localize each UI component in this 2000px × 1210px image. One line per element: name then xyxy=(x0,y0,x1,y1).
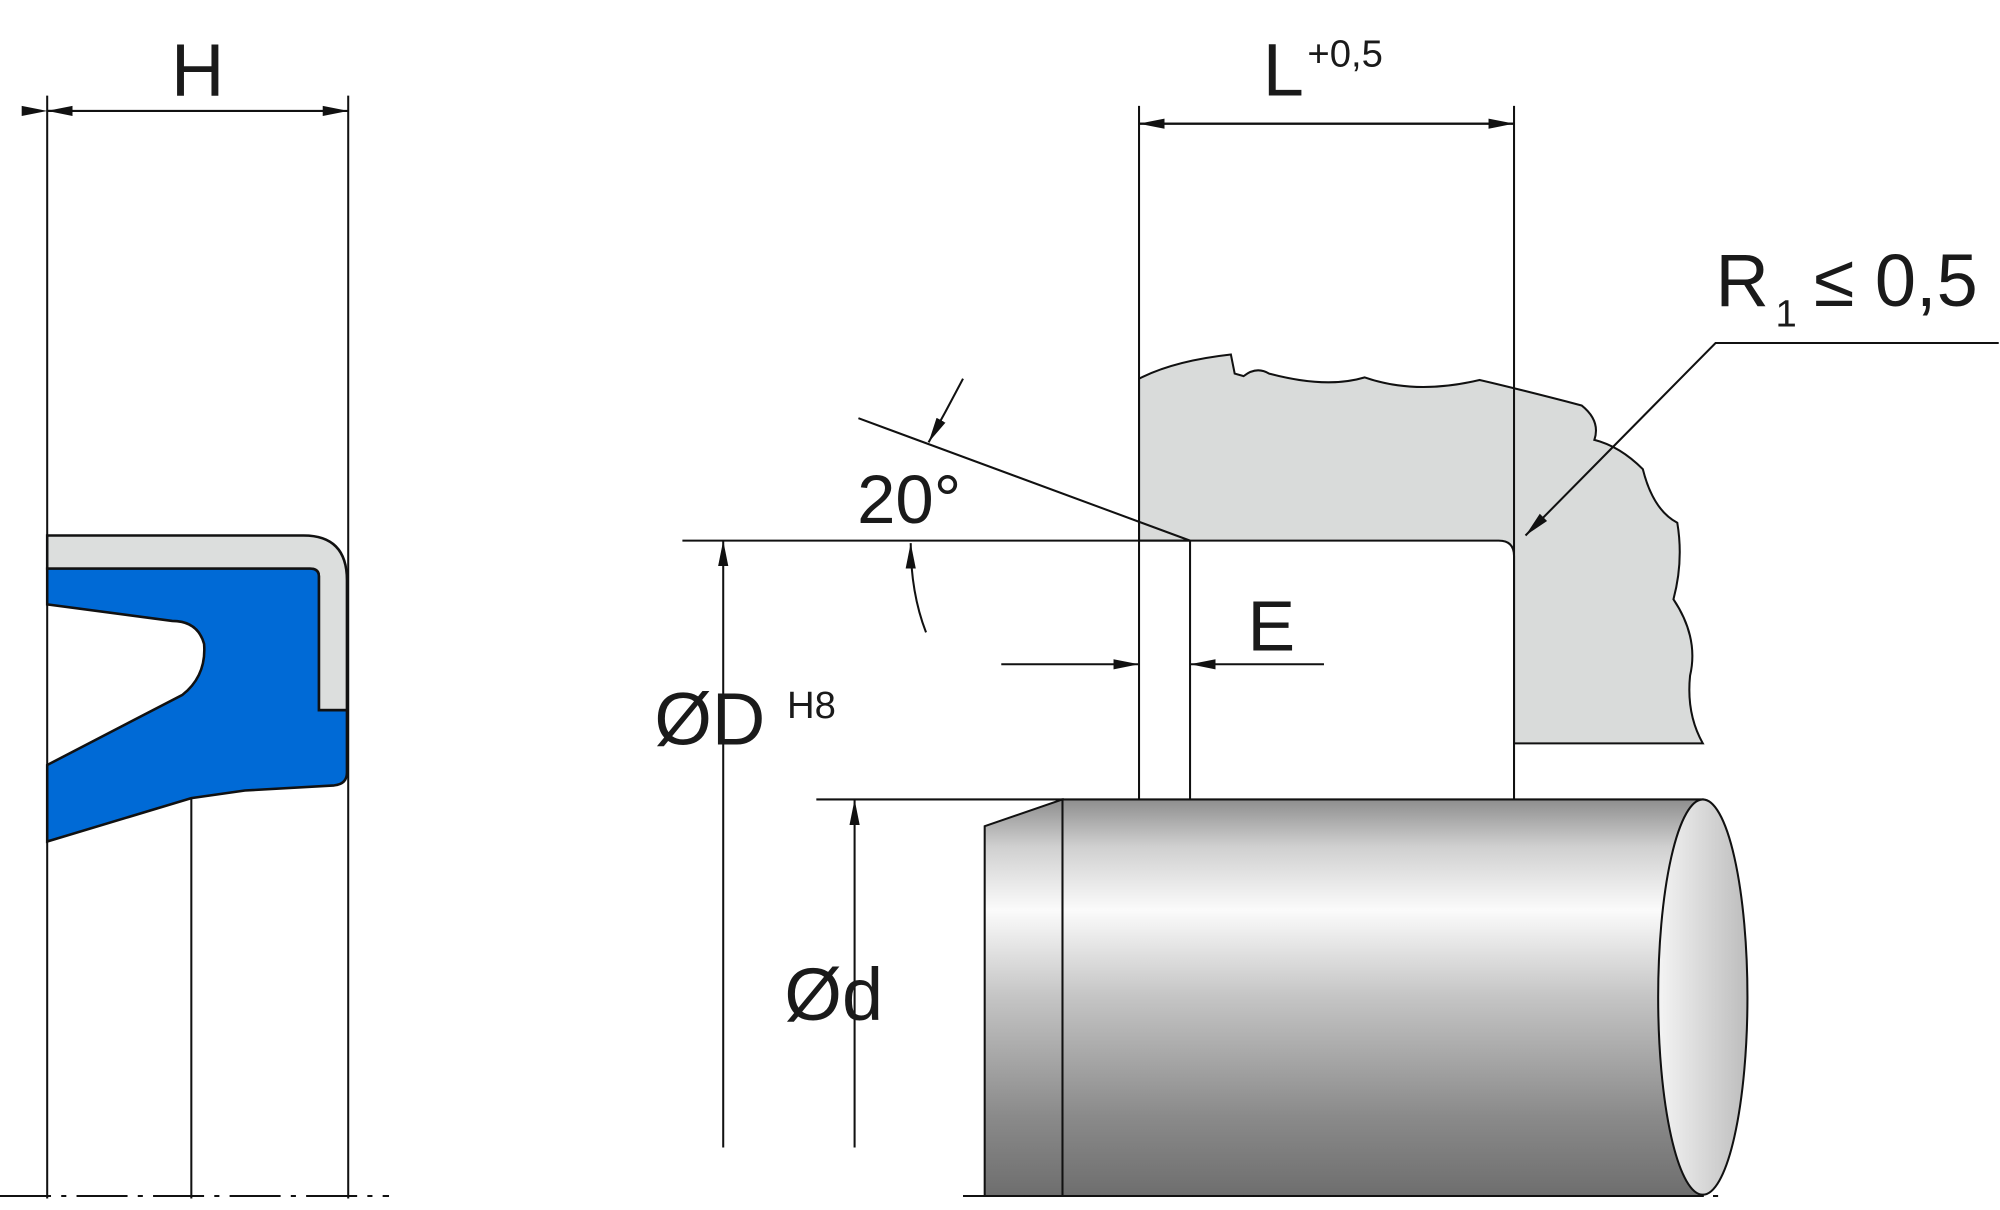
housing: L +0,5 20° E ØD H8 Ød R 1 ≤ 0,5 xyxy=(654,29,1999,1148)
rod-end-face xyxy=(1657,798,1749,1196)
radius-leader xyxy=(1524,341,1999,537)
dimension-l-tolerance: +0,5 xyxy=(1307,32,1383,75)
rod-chamfer xyxy=(983,798,1064,1197)
radius-value: ≤ 0,5 xyxy=(1814,239,1978,322)
seal-section: H xyxy=(0,29,390,1199)
chamfer-line xyxy=(858,417,1191,542)
dimension-e-label: E xyxy=(1247,586,1295,666)
dimension-rod-label: Ød xyxy=(784,953,883,1036)
rod xyxy=(963,798,1749,1197)
angle-arrow xyxy=(927,378,964,443)
radius-label: R xyxy=(1716,239,1769,322)
angle-arrow xyxy=(905,543,927,633)
radius-subscript: 1 xyxy=(1776,292,1797,335)
dimension-h-label: H xyxy=(171,29,224,112)
angle-label: 20° xyxy=(857,461,961,538)
housing-body xyxy=(1138,353,1705,745)
dimension-bore-fit: H8 xyxy=(787,684,836,727)
rod-body xyxy=(1061,798,1704,1197)
dimension-l-label: L xyxy=(1263,29,1304,112)
seal-lip xyxy=(45,567,349,844)
dimension-bore-label: ØD xyxy=(654,678,765,761)
